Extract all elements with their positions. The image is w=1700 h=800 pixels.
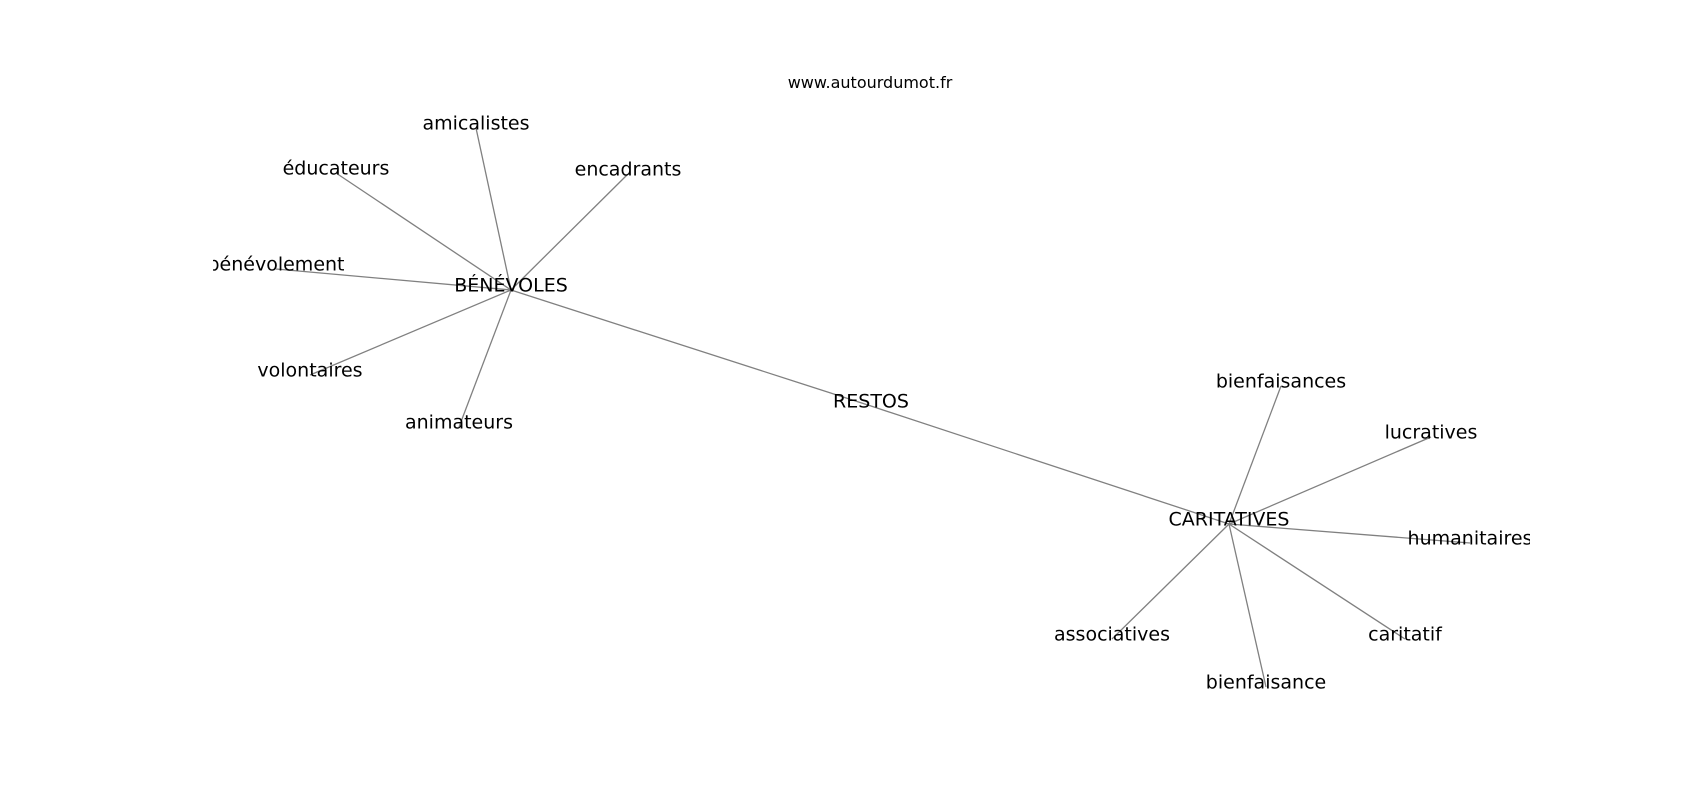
edge-caritatives-bienfaisance bbox=[1228, 523, 1267, 688]
edge-benevoles-benevolement bbox=[275, 268, 512, 291]
edge-benevoles-encadrants bbox=[510, 173, 629, 291]
edge-benevoles-amicalistes bbox=[475, 127, 512, 291]
edge-caritatives-caritatif bbox=[1228, 523, 1406, 640]
edge-benevoles-animateurs bbox=[458, 289, 512, 428]
edge-benevoles-volontaires bbox=[309, 289, 512, 376]
edge-caritatives-associatives bbox=[1111, 523, 1230, 640]
site-url: www.autourdumot.fr bbox=[787, 73, 953, 92]
edge-caritatives-lucratives bbox=[1228, 436, 1432, 525]
edge-restos-benevoles bbox=[510, 289, 872, 407]
edge-benevoles-educateurs bbox=[335, 172, 512, 291]
edge-caritatives-humanitaires bbox=[1228, 523, 1471, 544]
edge-caritatives-bienfaisances bbox=[1228, 385, 1282, 525]
edge-restos-caritatives bbox=[870, 405, 1230, 525]
